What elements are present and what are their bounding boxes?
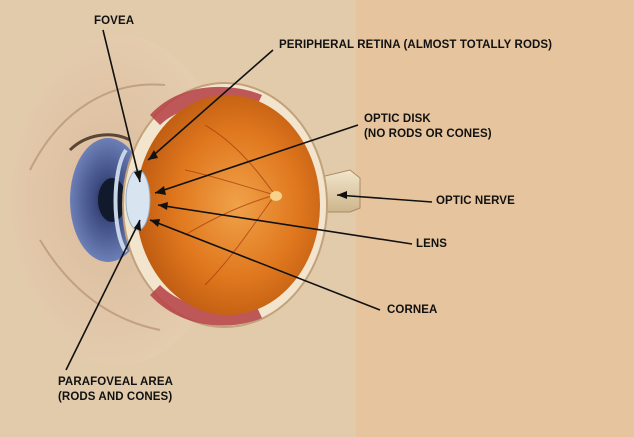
label-fovea: FOVEA <box>94 14 134 29</box>
label-fovea-text: FOVEA <box>94 14 134 29</box>
label-optic-disk-line1: OPTIC DISK <box>364 112 492 127</box>
label-parafoveal-line2: (RODS AND CONES) <box>58 390 173 405</box>
label-parafoveal-area: PARAFOVEAL AREA (RODS AND CONES) <box>58 375 173 405</box>
label-lens: LENS <box>416 237 447 252</box>
label-optic-disk-line2: (NO RODS OR CONES) <box>364 127 492 142</box>
lens-shape <box>126 170 150 230</box>
label-optic-nerve-text: OPTIC NERVE <box>436 194 515 209</box>
pupil <box>98 178 126 222</box>
label-parafoveal-line1: PARAFOVEAL AREA <box>58 375 173 390</box>
label-lens-text: LENS <box>416 237 447 252</box>
label-cornea-text: CORNEA <box>387 303 437 318</box>
label-peripheral-retina: PERIPHERAL RETINA (ALMOST TOTALLY RODS) <box>279 38 552 53</box>
label-peripheral-retina-text: PERIPHERAL RETINA (ALMOST TOTALLY RODS) <box>279 38 552 53</box>
label-cornea: CORNEA <box>387 303 437 318</box>
label-optic-disk: OPTIC DISK (NO RODS OR CONES) <box>364 112 492 142</box>
label-optic-nerve: OPTIC NERVE <box>436 194 515 209</box>
label-panel <box>356 0 634 437</box>
optic-disk-spot <box>270 191 282 201</box>
